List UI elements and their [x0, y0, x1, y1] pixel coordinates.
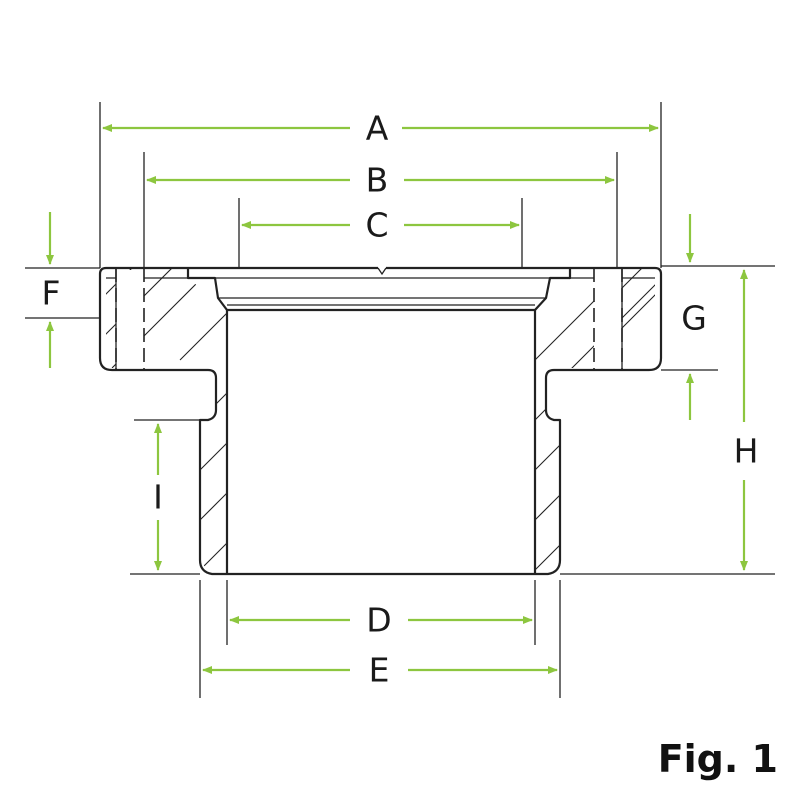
dim-label-f: F	[42, 274, 61, 313]
figure-caption: Fig. 1	[658, 737, 778, 781]
extension-lines	[25, 102, 775, 698]
dim-label-c: C	[365, 206, 388, 245]
dim-label-h: H	[734, 432, 759, 471]
dimension-labels: A B C D E F G H I	[42, 109, 759, 690]
flange-outline	[98, 266, 663, 576]
dimension-arrows	[46, 124, 748, 674]
dim-label-a: A	[366, 109, 389, 148]
bolt-hole-hidden-lines	[115, 268, 623, 370]
dim-label-b: B	[366, 161, 389, 200]
dim-label-d: D	[366, 601, 391, 640]
dim-label-g: G	[681, 299, 707, 338]
dim-label-i: I	[153, 478, 163, 517]
dim-label-e: E	[369, 651, 390, 690]
